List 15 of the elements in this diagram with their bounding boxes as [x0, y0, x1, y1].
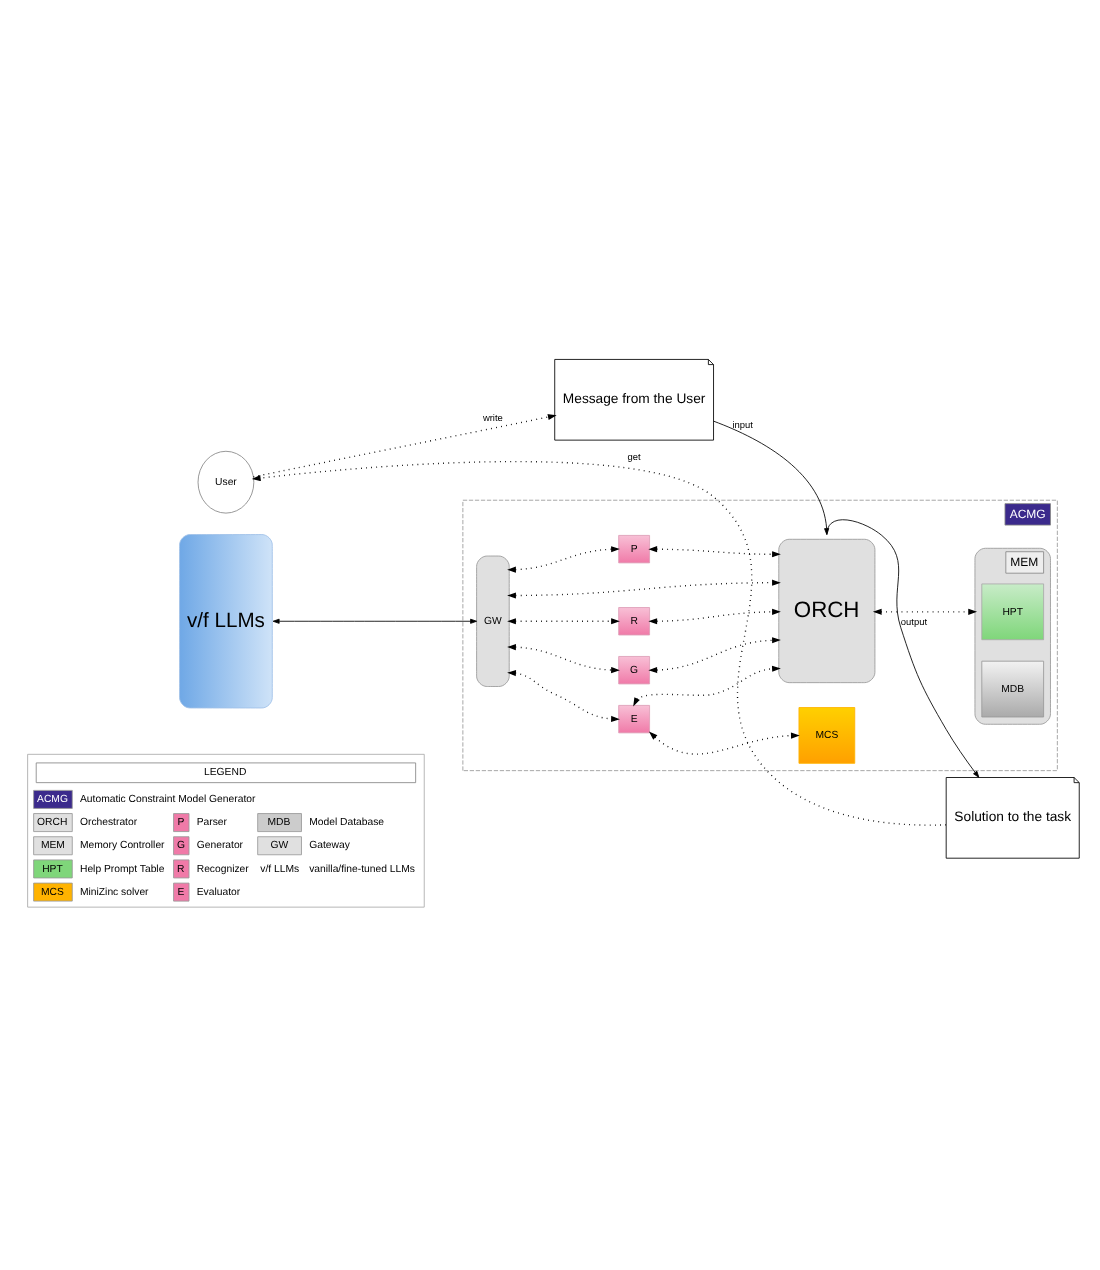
arrow: [507, 670, 620, 722]
arrow: [272, 618, 478, 624]
arrow: [251, 461, 947, 826]
arrow: [648, 637, 781, 674]
arrow: [507, 546, 620, 573]
node-box: v/f LLMs: [179, 534, 273, 709]
arrow: [507, 618, 620, 625]
arrow: [872, 608, 977, 615]
arrow: [252, 414, 557, 478]
arrow: [507, 644, 620, 674]
arrow: [633, 665, 781, 707]
arrow: [648, 731, 800, 755]
arrow: [507, 579, 781, 599]
arrow: [648, 608, 781, 625]
arrow: [648, 546, 781, 558]
